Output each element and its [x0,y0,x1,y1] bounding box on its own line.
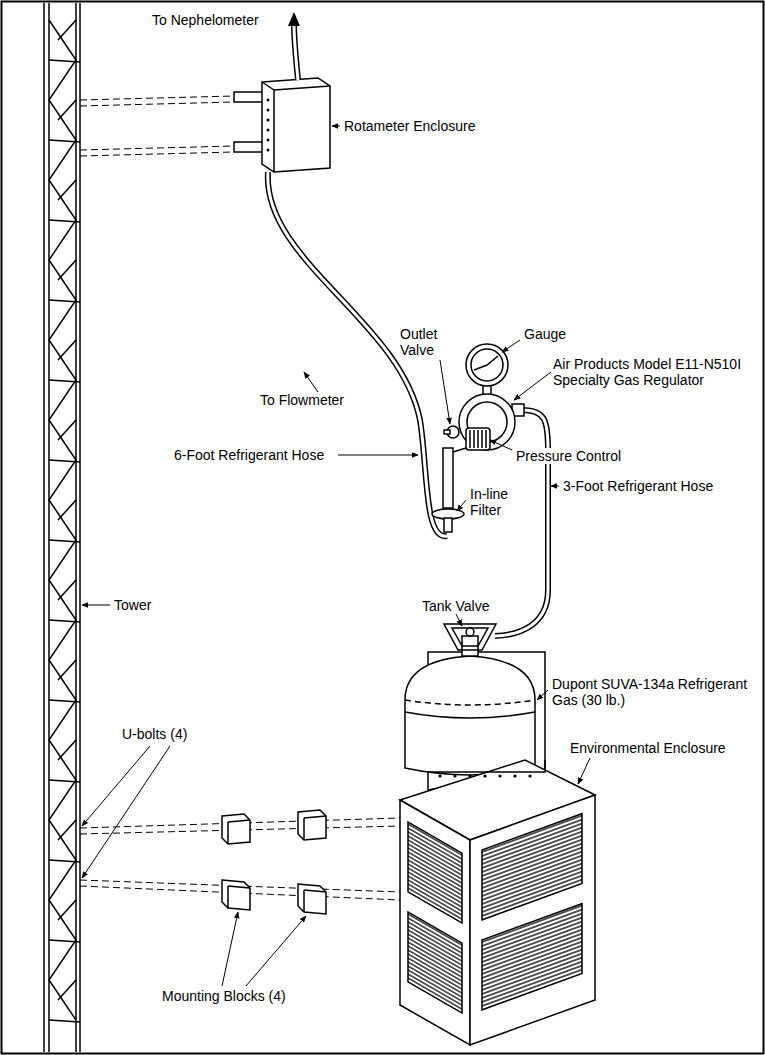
part-label: 3-Foot Refrigerant Hose [561,478,715,494]
part-label: Environmental Enclosure [568,740,728,756]
tower [44,3,80,1052]
part-label: Tank Valve [420,598,491,614]
part-label: Outlet Valve [398,326,454,358]
part-label: Dupont SUVA-134a Refrigerant Gas (30 lb.… [550,676,759,708]
leader-lines [82,126,590,986]
part-label: 6-Foot Refrigerant Hose [172,447,326,463]
gas-regulator [432,344,524,532]
refrigerant-tank [405,624,535,775]
rotameter-enclosure [234,78,330,172]
part-label: Pressure Control [514,448,623,464]
mounting-blocks [222,810,326,914]
part-label: To Nephelometer [150,12,261,28]
part-label: Gauge [522,326,568,342]
environmental-enclosure [400,760,595,1045]
part-label: U-bolts (4) [120,726,189,742]
part-label: Rotameter Enclosure [342,118,478,134]
part-label: Air Products Model E11-N510I Specialty G… [551,356,760,388]
part-label: Mounting Blocks (4) [160,988,288,1004]
part-label: To Flowmeter [258,392,346,408]
part-label: In-line Filter [468,486,524,518]
part-label: Tower [112,597,153,613]
